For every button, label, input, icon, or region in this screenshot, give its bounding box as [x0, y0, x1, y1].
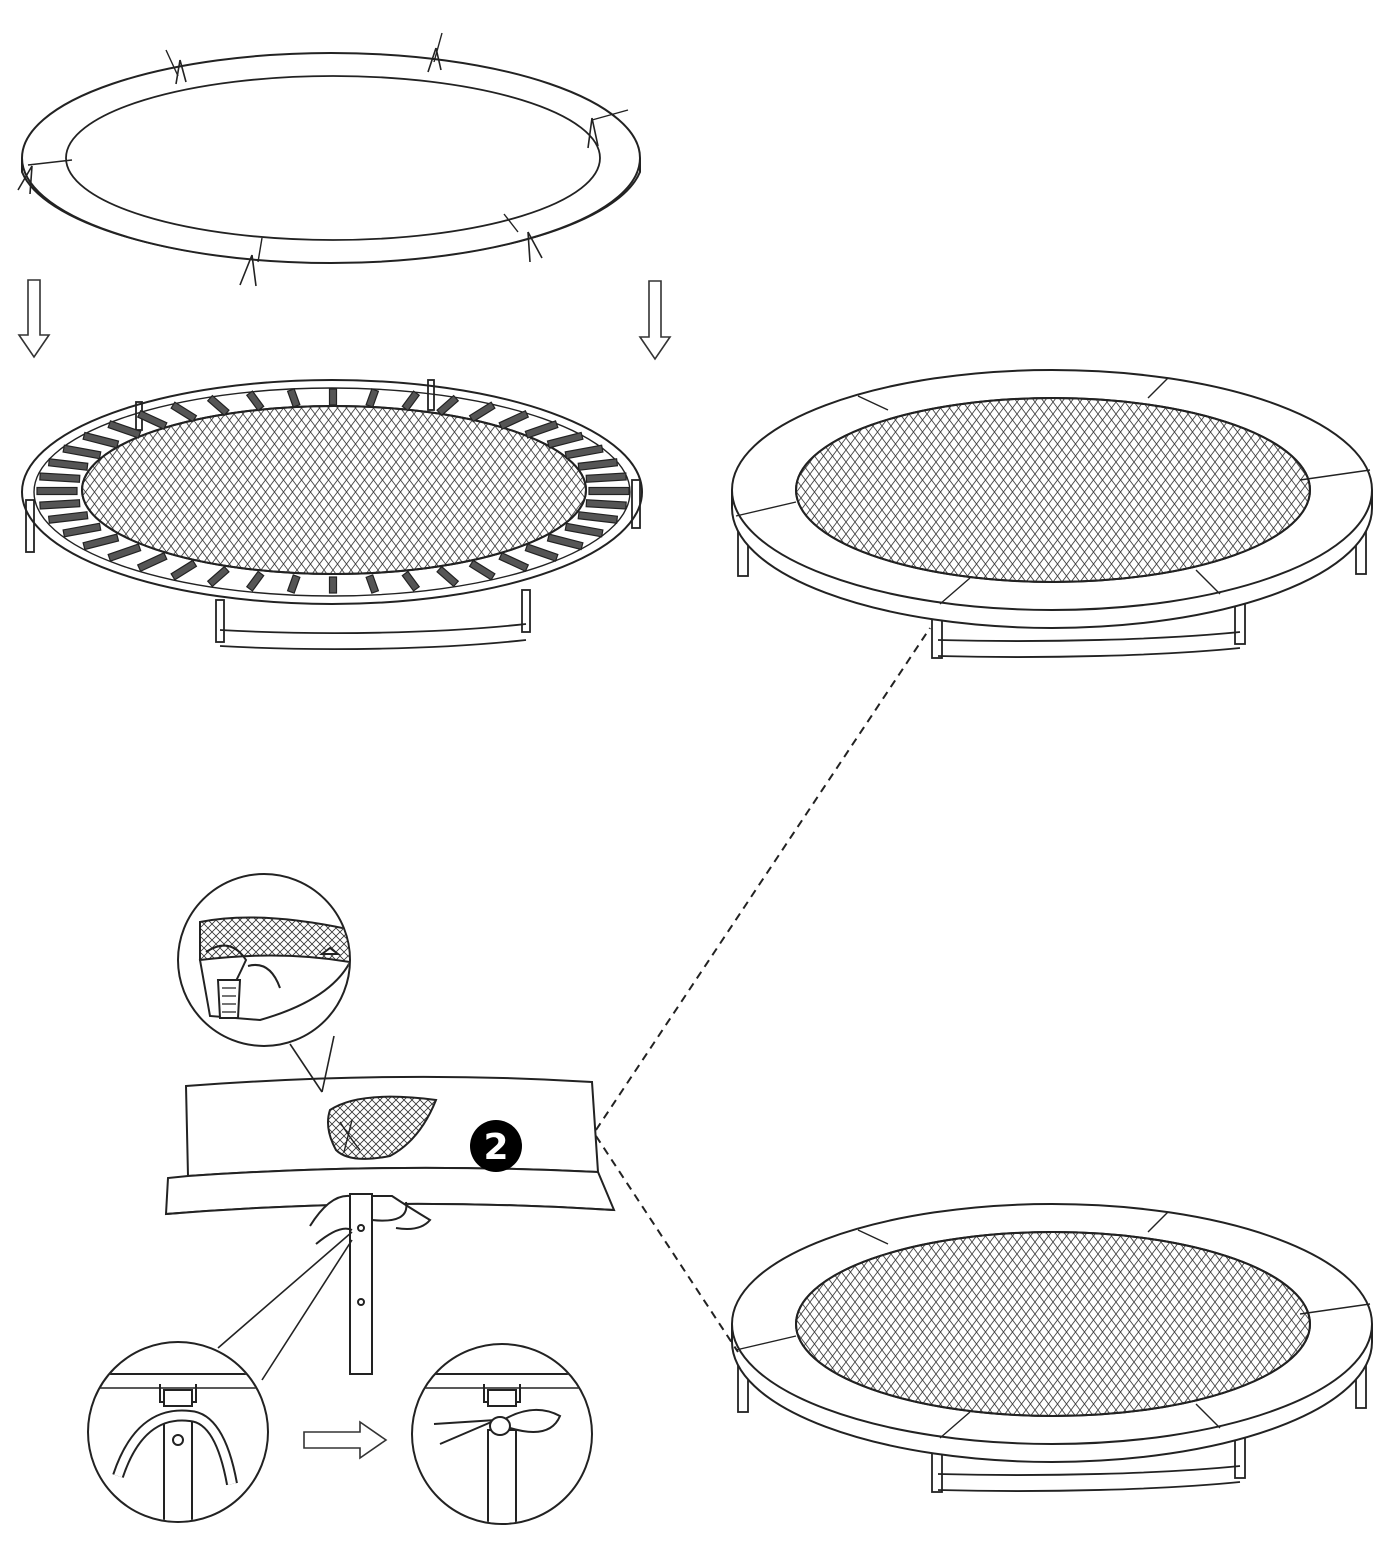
zoom-circle-tie-after: [411, 1343, 593, 1525]
spring: [62, 444, 102, 460]
spring: [524, 543, 559, 562]
pad-section-detail: [164, 1075, 616, 1216]
spring: [170, 401, 198, 423]
spring: [286, 574, 301, 594]
step-number-text: 2: [483, 1127, 508, 1168]
spring: [107, 420, 142, 439]
jumping-mat-bottom: [795, 1231, 1311, 1417]
spring: [564, 522, 604, 538]
spring: [546, 533, 584, 551]
spring: [524, 420, 559, 439]
spring: [564, 444, 604, 460]
spring: [286, 388, 301, 408]
spring: [401, 570, 421, 592]
jumping-mat: [81, 405, 587, 575]
spring: [170, 559, 198, 581]
springs: [36, 388, 630, 594]
frame-pole-with-tie: [309, 1193, 432, 1375]
spring: [245, 570, 265, 592]
zoom-connector-lines: [217, 1035, 353, 1381]
spring: [585, 472, 627, 483]
spring: [82, 431, 120, 449]
jumping-mat-top: [795, 397, 1311, 583]
right-arrow: [303, 1420, 388, 1460]
spring: [365, 574, 380, 594]
spring: [82, 533, 120, 551]
spring: [328, 576, 338, 594]
spring: [206, 565, 230, 588]
spring: [577, 511, 619, 524]
spring: [588, 486, 630, 496]
padded-trampoline-bottom: [731, 1203, 1373, 1493]
spring: [546, 431, 584, 449]
spring: [39, 472, 81, 483]
spring: [436, 394, 460, 417]
dashed-leader-lines: [595, 627, 931, 1353]
spring: [136, 409, 168, 430]
spring: [328, 388, 338, 406]
spring: [107, 543, 142, 562]
spring: [136, 552, 168, 573]
down-arrow-left: [17, 279, 51, 359]
spring: [498, 409, 530, 430]
zoom-circle-tie-before: [87, 1341, 269, 1523]
spring: [436, 565, 460, 588]
spring: [585, 499, 627, 510]
pad-tie-ribbons: [17, 47, 599, 287]
spring: [245, 390, 265, 412]
trampoline-frame-with-springs: [21, 379, 643, 650]
spring: [62, 522, 102, 538]
down-arrow-right: [638, 280, 672, 361]
spring: [498, 552, 530, 573]
spring: [365, 388, 380, 408]
spring: [468, 559, 496, 581]
padded-trampoline-bottom-legs: [737, 1363, 1367, 1493]
step-number-badge: 2: [470, 1120, 522, 1172]
frame-pad-unmounted: [21, 32, 641, 264]
spring: [206, 394, 230, 417]
spring: [577, 458, 619, 471]
zoom-circle-net-hook: [177, 873, 351, 1047]
spring: [39, 499, 81, 510]
spring: [47, 458, 89, 471]
padded-trampoline-top: [731, 369, 1373, 659]
spring: [401, 390, 421, 412]
spring: [47, 511, 89, 524]
spring: [468, 401, 496, 423]
spring: [36, 486, 78, 496]
